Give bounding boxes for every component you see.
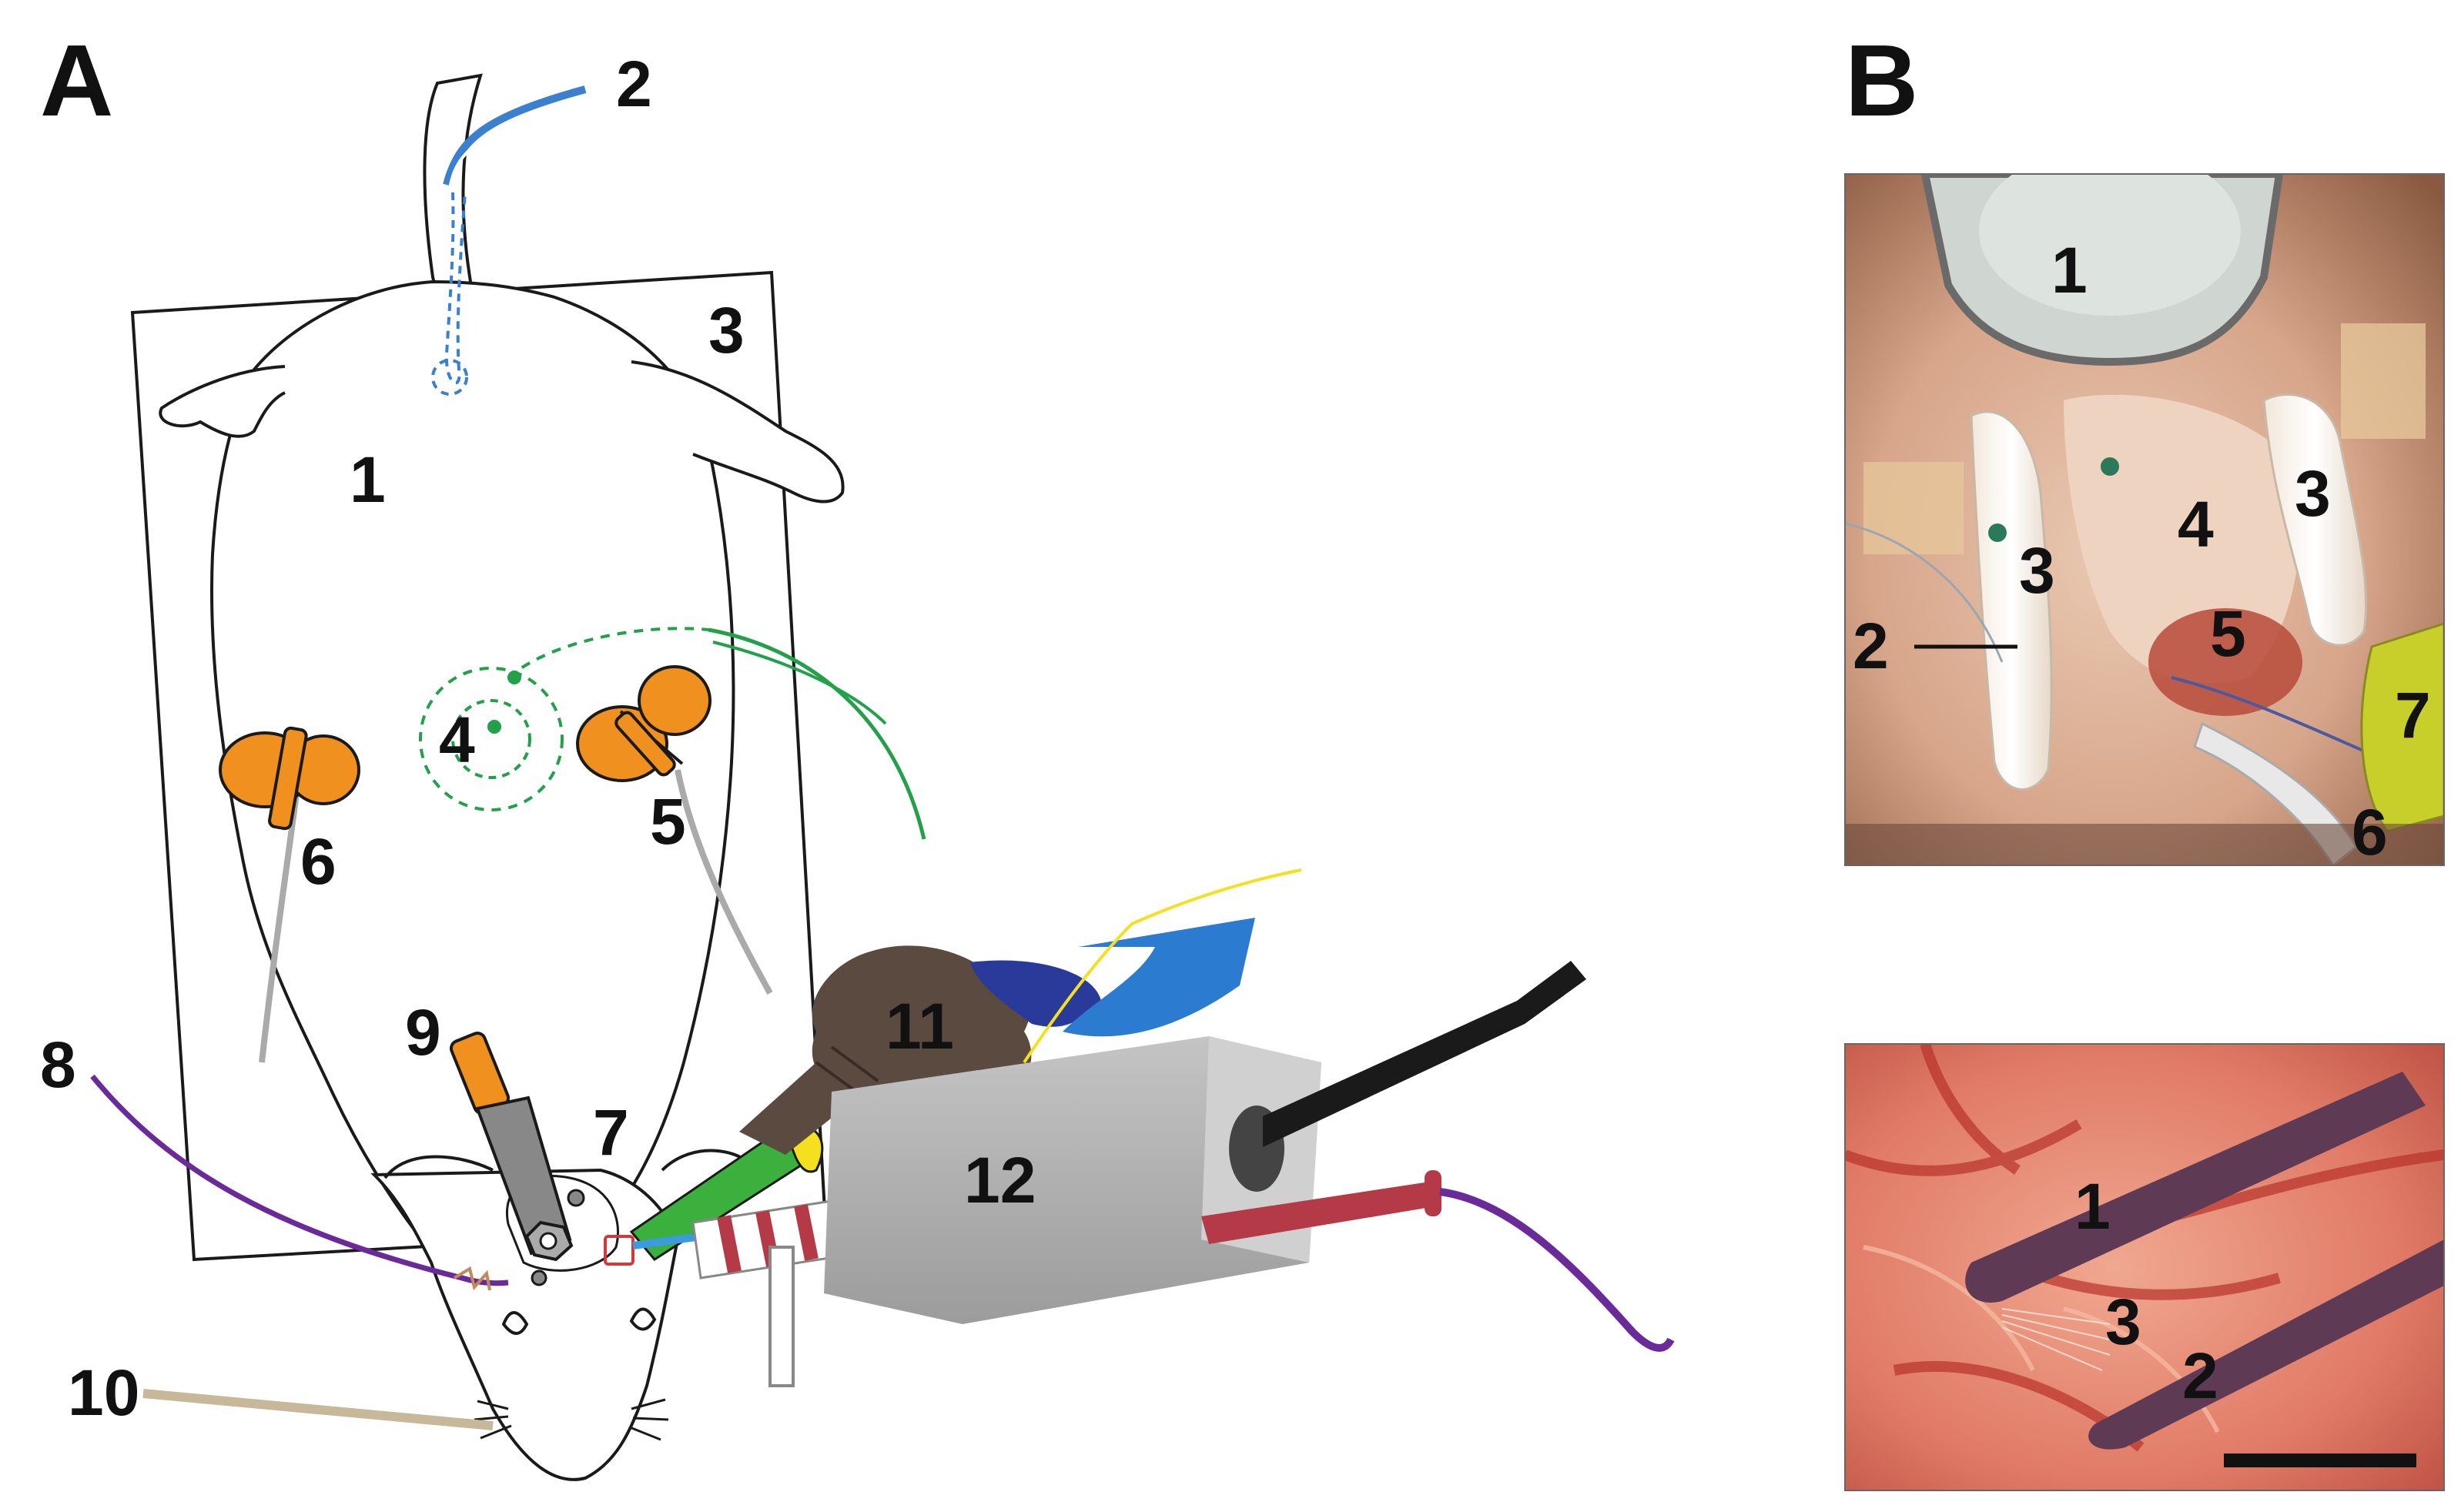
callout-a-6: 6 xyxy=(300,825,337,898)
callout-bb-3: 3 xyxy=(2105,1286,2141,1358)
callout-a-2: 2 xyxy=(616,48,652,120)
ribbon-navy xyxy=(970,960,1101,1027)
callout-bt-3b: 3 xyxy=(2295,457,2331,530)
callout-bt-3a: 3 xyxy=(2019,534,2055,607)
callout-bt-7: 7 xyxy=(2395,679,2431,751)
callout-a-11: 11 xyxy=(886,990,954,1062)
callout-a-1: 1 xyxy=(350,443,386,516)
left-ear xyxy=(383,1155,494,1179)
callout-bt-1: 1 xyxy=(2051,234,2088,306)
catheter-dashed xyxy=(444,192,467,385)
probe-assembly xyxy=(629,1123,841,1387)
callout-a-3: 3 xyxy=(708,294,745,366)
left-eye xyxy=(501,1311,529,1335)
rat-tail xyxy=(423,73,483,292)
callout-bt-2: 2 xyxy=(1853,610,1889,682)
callout-a-9: 9 xyxy=(405,996,441,1069)
electrode-lead xyxy=(708,627,926,840)
probe-housing xyxy=(824,961,1675,1352)
ecg-clip-left xyxy=(219,726,360,1063)
left-forelimb xyxy=(159,365,286,438)
wire-purple-right xyxy=(1439,1188,1675,1352)
electrode-ring-outer xyxy=(419,667,564,811)
callout-a-5: 5 xyxy=(650,785,686,858)
electrode-ring-inner xyxy=(451,699,531,779)
callout-bt-4: 4 xyxy=(2178,488,2214,560)
photo-top xyxy=(1845,174,2444,865)
ecg-clip-right xyxy=(576,665,773,995)
callout-bt-5: 5 xyxy=(2210,597,2246,670)
stereotaxic-arm xyxy=(449,1032,585,1286)
scale-bar xyxy=(2224,1453,2416,1467)
callout-a-8: 8 xyxy=(40,1029,76,1101)
right-eye xyxy=(629,1307,657,1331)
photo-top-callouts: 1 2 3 3 4 5 6 7 xyxy=(1853,234,2431,868)
anesthesia-tube xyxy=(142,1389,494,1430)
callout-a-10: 10 xyxy=(68,1356,139,1429)
panel-a-label: A xyxy=(40,24,113,137)
panel-a-callouts: 1 2 3 4 5 6 7 8 9 10 11 12 xyxy=(40,48,1036,1429)
callout-bb-1: 1 xyxy=(2074,1170,2111,1243)
ribbon-blue xyxy=(1063,918,1255,1037)
wire-yellow xyxy=(1023,868,1302,1064)
whiskers xyxy=(474,1398,669,1441)
panel-a-diagram: A xyxy=(40,24,1675,1481)
cranial-window xyxy=(604,1235,635,1266)
cable-black xyxy=(1263,961,1586,1147)
photo-bottom xyxy=(1845,1044,2444,1490)
callout-bb-2: 2 xyxy=(2182,1340,2218,1412)
callout-a-12: 12 xyxy=(964,1144,1036,1216)
panel-b: B xyxy=(1844,24,2445,1491)
photo-bottom-callouts: 1 2 3 xyxy=(2074,1170,2218,1412)
callout-a-7: 7 xyxy=(593,1096,629,1169)
electrode-dot xyxy=(487,720,501,734)
callout-bt-6: 6 xyxy=(2352,796,2388,868)
callout-a-4: 4 xyxy=(439,704,475,776)
probe-red xyxy=(1201,1183,1431,1244)
right-forelimb xyxy=(631,360,845,503)
tail-catheter xyxy=(443,85,587,186)
panel-b-label: B xyxy=(1845,24,1918,137)
